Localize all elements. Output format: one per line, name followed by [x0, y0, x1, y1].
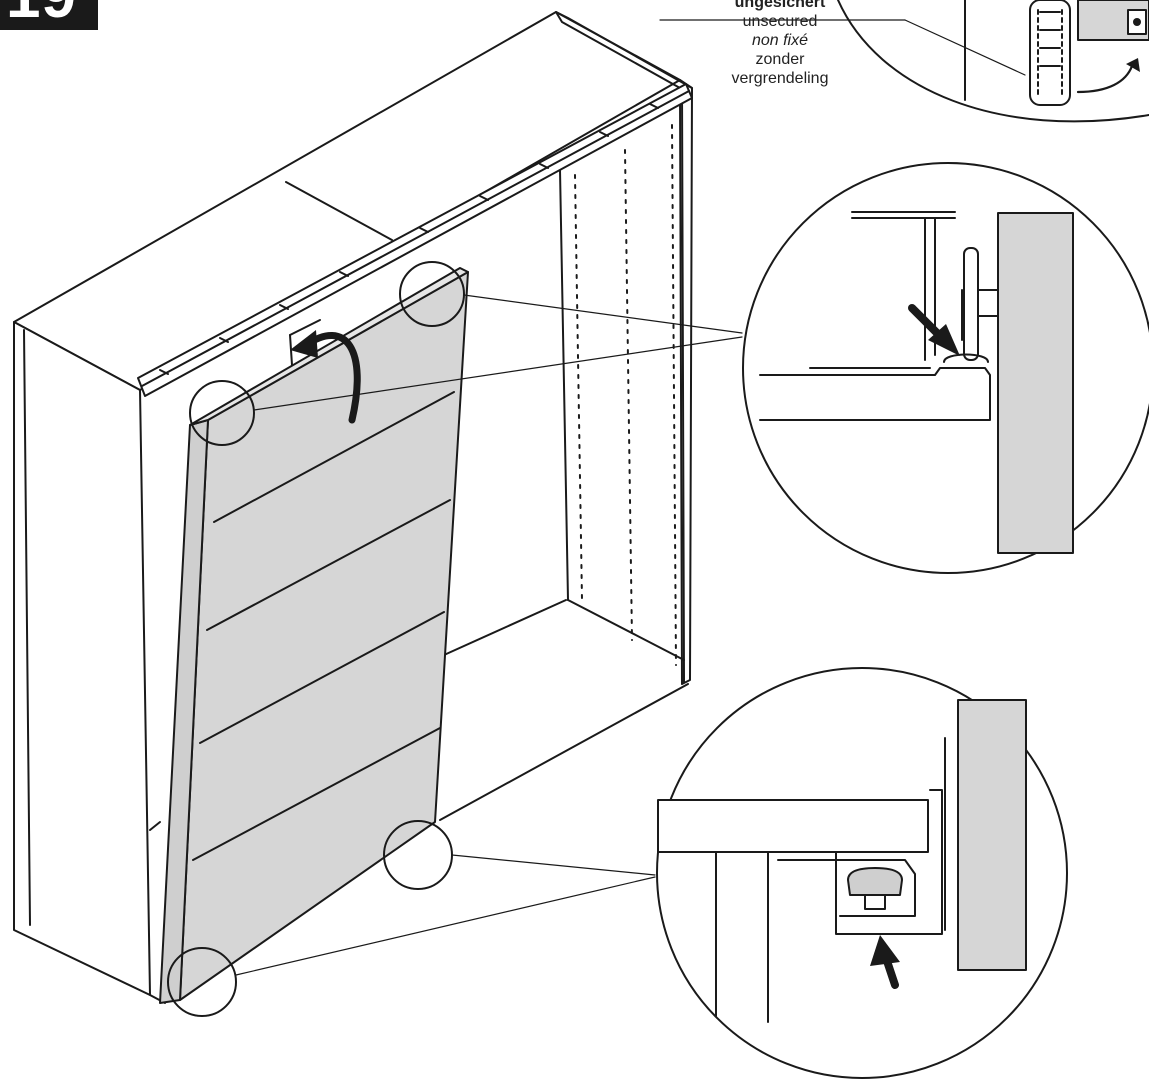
- bottom-panel-detail: [657, 799, 929, 853]
- step-number-badge: 19: [0, 0, 98, 30]
- wardrobe-right-side: [555, 11, 693, 685]
- diagonal-arrow-icon: [908, 304, 960, 356]
- legend-english: unsecured: [742, 13, 818, 30]
- highlight-circle-top-right: [399, 261, 465, 327]
- top-rail: [137, 83, 693, 397]
- door-panel-detail-bottom: [957, 699, 1027, 971]
- curved-arrow-icon: [290, 330, 361, 424]
- highlight-circle-top-left: [189, 380, 255, 446]
- highlight-circle-bottom-left: [167, 947, 237, 1017]
- up-arrow-icon: [870, 935, 900, 989]
- step-number: 19: [6, 0, 77, 28]
- detail-bottom-guide: [656, 667, 1068, 1079]
- detail-top-roller: [742, 162, 1149, 574]
- door-panel-detail: [997, 212, 1074, 554]
- legend-dutch-line2: vergrendeling: [731, 70, 829, 87]
- door-top-edge: [189, 267, 469, 426]
- detail-latch: [837, 0, 1149, 123]
- legend-dutch-line1: zonder: [755, 51, 805, 68]
- latch-legend: ungesichert unsecured non fixé zonder ve…: [700, 0, 860, 88]
- legend-german: ungesichert: [734, 0, 826, 11]
- legend-french: non fixé: [751, 32, 809, 49]
- wardrobe-carcass: [13, 11, 693, 1004]
- wardrobe-left-side: [13, 321, 151, 996]
- sliding-door: [159, 267, 469, 1004]
